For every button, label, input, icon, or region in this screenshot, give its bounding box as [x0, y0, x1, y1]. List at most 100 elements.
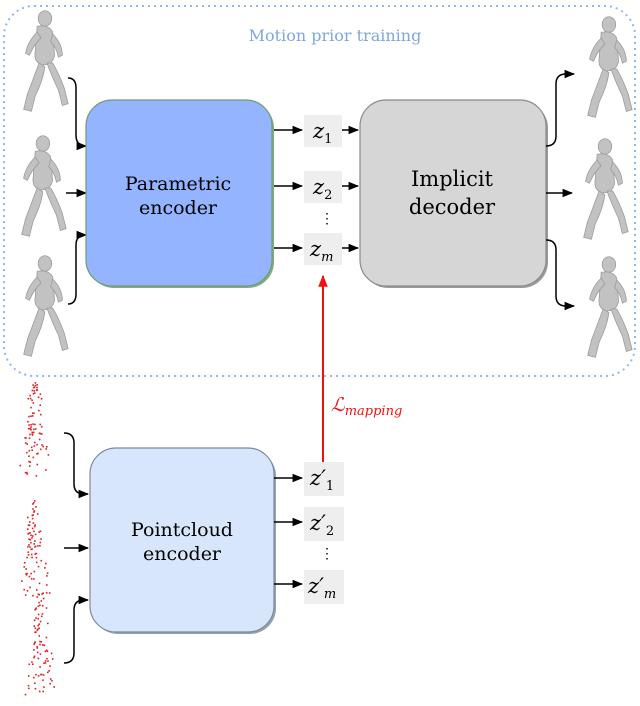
pointcloud-dot	[40, 538, 42, 540]
pointcloud-dot	[33, 530, 35, 533]
pointcloud-dot	[45, 448, 47, 450]
pointcloud-dot	[35, 475, 38, 477]
pointcloud-dot	[35, 556, 38, 559]
pointcloud-dot	[30, 428, 32, 431]
pointcloud-dot	[28, 575, 31, 578]
pointcloud-dot	[25, 437, 27, 439]
pointcloud-dot	[28, 455, 30, 457]
pointcloud-dot	[46, 575, 48, 577]
pointcloud-dot	[33, 511, 35, 513]
pointcloud-dot	[34, 533, 37, 536]
pointcloud-dot	[32, 412, 34, 414]
pointcloud-dot	[49, 665, 51, 667]
pointcloud-inputs	[19, 382, 55, 696]
pointcloud-dot	[28, 424, 30, 426]
pointcloud-dot	[30, 534, 32, 537]
pointcloud-dot	[34, 540, 36, 542]
latent-zm: zm	[309, 237, 333, 265]
mapping-loss-label: ℒmapping	[331, 394, 402, 419]
pointcloud-dot	[41, 644, 44, 646]
pointcloud-dot	[28, 524, 31, 527]
latent-box-z1-prime	[304, 462, 344, 496]
pointcloud-dot	[45, 592, 48, 594]
pointcloud-dot	[32, 456, 35, 459]
human-mesh-input-3	[23, 255, 69, 357]
pointcloud-dot	[47, 622, 49, 625]
pointcloud-dot	[36, 463, 39, 466]
pointcloud-dot	[31, 449, 33, 451]
pointcloud-dot	[32, 663, 34, 665]
pointcloud-dot	[36, 513, 39, 515]
pointcloud-dot	[34, 641, 36, 643]
pointcloud-dot	[30, 406, 32, 409]
pointcloud-dot	[29, 586, 31, 589]
pointcloud-dot	[29, 546, 31, 548]
parametric-encoder-box	[85, 99, 273, 287]
pointcloud-dot	[53, 686, 55, 688]
pointcloud-dot	[28, 538, 30, 540]
pointcloud-dot	[44, 662, 47, 664]
pointcloud-dot	[45, 636, 48, 639]
pointcloud-dot	[31, 556, 33, 559]
parametric-encoder-label-line2: encoder	[139, 197, 218, 219]
pointcloud-dot	[34, 384, 37, 387]
pointcloud-dot	[32, 508, 34, 510]
pointcloud-dot	[40, 673, 43, 676]
pointcloud-dot	[40, 559, 43, 562]
implicit-decoder-box	[359, 99, 547, 287]
pointcloud-dot	[30, 426, 32, 428]
pointcloud-dot	[43, 662, 45, 664]
pointcloud-dot	[32, 522, 35, 524]
pointcloud-dot	[27, 675, 30, 677]
pointcloud-dot	[39, 545, 41, 547]
pointcloud-dot	[45, 469, 47, 471]
pointcloud-dot	[51, 658, 54, 660]
pointcloud-dot	[34, 687, 37, 690]
pointcloud-dot	[37, 675, 40, 677]
pointcloud-dot	[30, 541, 32, 544]
pointcloud-dot	[39, 423, 41, 426]
pointcloud-dot	[31, 514, 34, 517]
pointcloud-dot	[33, 412, 35, 415]
pointcloud-dot	[29, 532, 31, 534]
pointcloud-dot	[42, 597, 45, 600]
pointcloud-dot	[36, 389, 38, 391]
pointcloud-dot	[33, 578, 35, 580]
pointcloud-dot	[36, 646, 38, 648]
pointcloud-dot	[30, 415, 32, 417]
pointcloud-dot	[37, 618, 39, 620]
pointcloud-dot	[36, 384, 38, 386]
latent-z2-prime: z′2	[309, 511, 334, 539]
pointcloud-dot	[31, 661, 33, 663]
pointcloud-dot	[42, 679, 44, 681]
pointcloud-dot	[40, 641, 43, 643]
pointcloud-dot	[30, 578, 33, 580]
implicit-decoder-label-line1: Implicit	[411, 167, 494, 191]
pointcloud-dot	[34, 627, 37, 629]
pointcloud-dot	[33, 501, 35, 504]
pointcloud-dot	[46, 584, 48, 586]
pointcloud-dot	[34, 382, 37, 384]
pointcloud-dot	[36, 629, 39, 632]
pointcloud-dot	[29, 461, 32, 463]
pointcloud-dot	[37, 593, 40, 596]
pointcloud-dot	[33, 428, 35, 431]
pointcloud-dot	[28, 663, 31, 666]
input-arrows-bottom	[63, 432, 90, 664]
pointcloud-dot	[39, 541, 42, 544]
pointcloud-dot	[39, 620, 42, 623]
pointcloud-dot	[28, 437, 31, 439]
pointcloud-dot	[29, 427, 32, 430]
motion-prior-training-title: Motion prior training	[249, 26, 422, 45]
pointcloud-dot	[26, 556, 28, 559]
pointcloud-dot	[36, 651, 39, 654]
pointcloud-dot	[51, 679, 53, 682]
human-mesh-output-1	[587, 16, 633, 118]
pointcloud-dot	[35, 673, 37, 676]
pointcloud-dot	[35, 552, 38, 555]
pointcloud-dot	[30, 553, 33, 556]
pointcloud-dot	[24, 693, 27, 696]
pointcloud-dot	[33, 390, 36, 392]
pointcloud-dot	[31, 535, 34, 537]
pointcloud-dot	[34, 682, 36, 684]
